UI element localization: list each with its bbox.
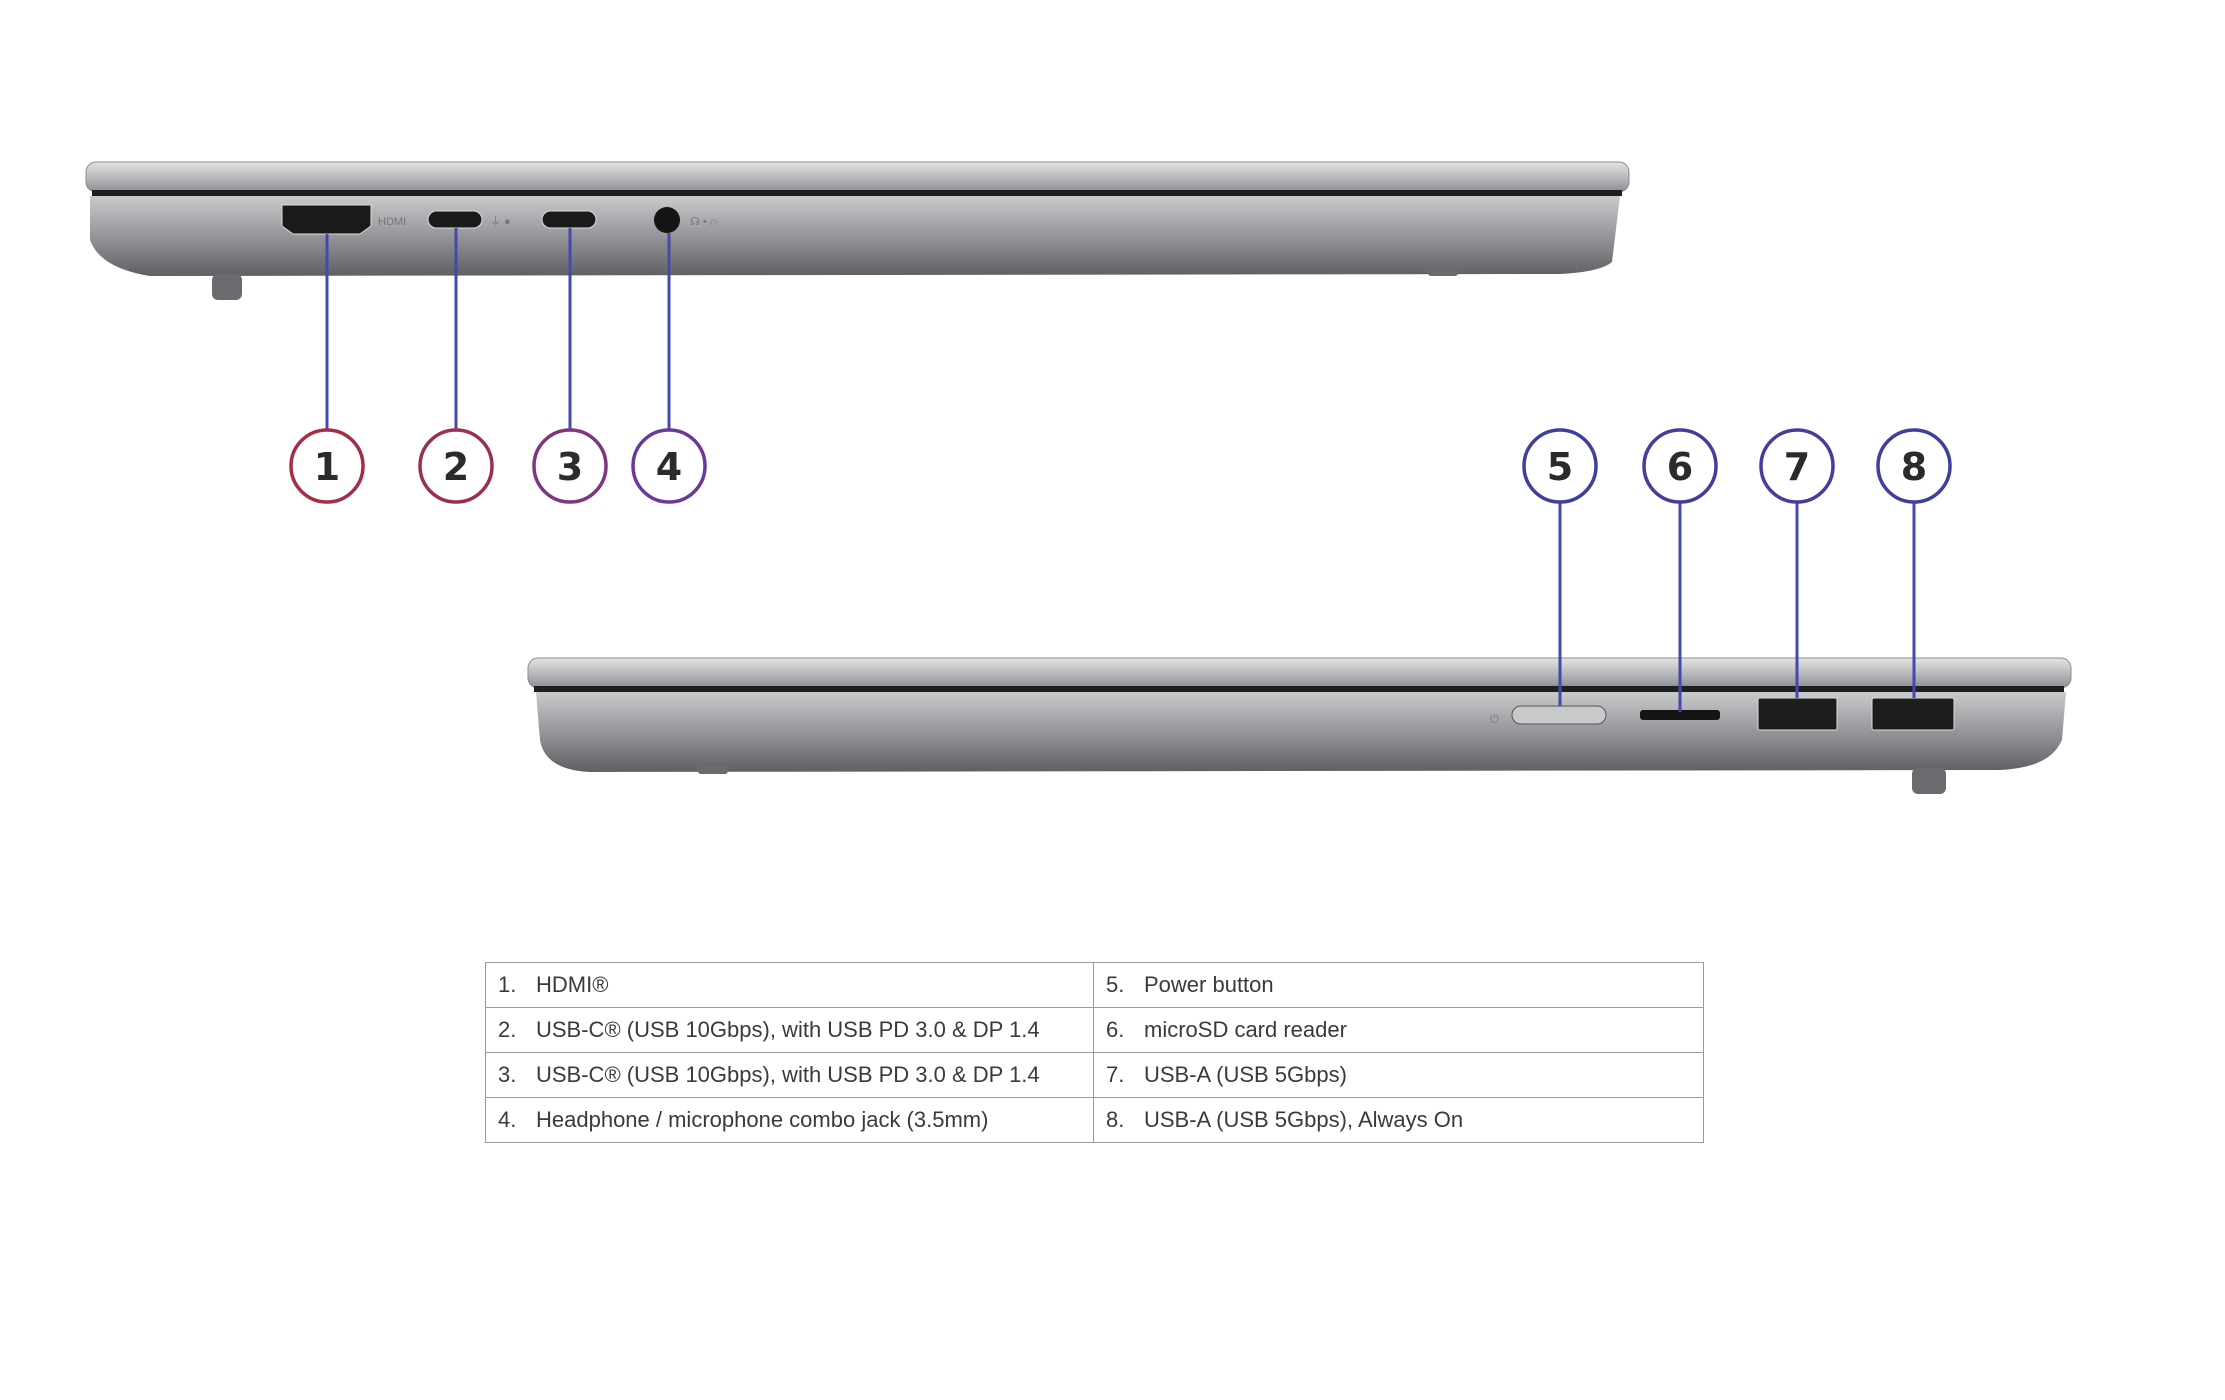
rubber-foot <box>1912 768 1946 794</box>
callout-1: 1 <box>289 428 365 504</box>
item-label: USB-A (USB 5Gbps) <box>1144 1062 1347 1087</box>
svg-text:5: 5 <box>1547 445 1573 489</box>
item-label: USB-C® (USB 10Gbps), with USB PD 3.0 & D… <box>536 1017 1040 1042</box>
svg-text:4: 4 <box>656 445 682 489</box>
usb-c-port-1 <box>427 210 483 229</box>
item-label: Headphone / microphone combo jack (3.5mm… <box>536 1107 989 1132</box>
item-number: 4. <box>498 1107 517 1132</box>
item-number: 2. <box>498 1017 517 1042</box>
usb-a-port-2 <box>1871 697 1955 731</box>
usb-c-port-2 <box>541 210 597 229</box>
audio-jack <box>654 207 680 233</box>
callout-8: 8 <box>1876 428 1952 504</box>
svg-text:6: 6 <box>1667 445 1693 489</box>
table-row: 3. USB-C® (USB 10Gbps), with USB PD 3.0 &… <box>485 1052 1704 1098</box>
microsd-slot <box>1640 710 1720 720</box>
rubber-foot <box>698 766 728 774</box>
port-legend-table: 1. HDMI® 5. Power button 2. USB-C® (USB 10G… <box>485 962 1704 1143</box>
item-label: USB-A (USB 5Gbps), Always On <box>1144 1107 1464 1132</box>
power-button <box>1511 705 1607 725</box>
item-label: USB-C® (USB 10Gbps), with USB PD 3.0 & D… <box>536 1062 1040 1087</box>
rubber-foot <box>212 274 242 300</box>
rubber-foot <box>1428 268 1458 276</box>
item-number: 6. <box>1106 1017 1125 1042</box>
callout-5: 5 <box>1522 428 1598 504</box>
item-number: 8. <box>1106 1107 1125 1132</box>
callout-7: 7 <box>1759 428 1835 504</box>
leader-lines <box>325 228 1916 712</box>
table-row: 1. HDMI® 5. Power button <box>485 962 1704 1008</box>
headset-icon: ☊ • ∩ <box>690 216 718 228</box>
hdmi-port-label: HDMI <box>378 216 406 228</box>
item-label: Power button <box>1144 972 1274 997</box>
item-number: 7. <box>1106 1062 1125 1087</box>
svg-text:7: 7 <box>1784 445 1810 489</box>
hdmi-port <box>281 204 372 235</box>
item-label: HDMI® <box>536 972 609 997</box>
svg-text:3: 3 <box>557 445 583 489</box>
port-diagram: HDMI ⏚ ● ☊ • ∩ ⏻ 1 2 3 4 5 6 7 8 <box>85 161 2072 794</box>
callout-6: 6 <box>1642 428 1718 504</box>
item-label: microSD card reader <box>1144 1017 1347 1042</box>
usb-a-port-1 <box>1757 697 1838 731</box>
svg-text:2: 2 <box>443 445 469 489</box>
item-number: 5. <box>1106 972 1125 997</box>
callout-2: 2 <box>418 428 494 504</box>
item-number: 3. <box>498 1062 517 1087</box>
power-plug-icon: ⏚ ● <box>490 215 511 228</box>
table-row: 4. Headphone / microphone combo jack (3.5… <box>485 1097 1704 1143</box>
callout-4: 4 <box>631 428 707 504</box>
power-icon: ⏻ <box>1490 713 1499 725</box>
table-row: 2. USB-C® (USB 10Gbps), with USB PD 3.0 &… <box>485 1007 1704 1053</box>
laptop-right-side: ⏻ <box>527 657 2072 794</box>
item-number: 1. <box>498 972 517 997</box>
svg-text:1: 1 <box>314 445 340 489</box>
callout-3: 3 <box>532 428 608 504</box>
laptop-left-side: HDMI ⏚ ● ☊ • ∩ <box>85 161 1630 300</box>
svg-text:8: 8 <box>1901 445 1927 489</box>
